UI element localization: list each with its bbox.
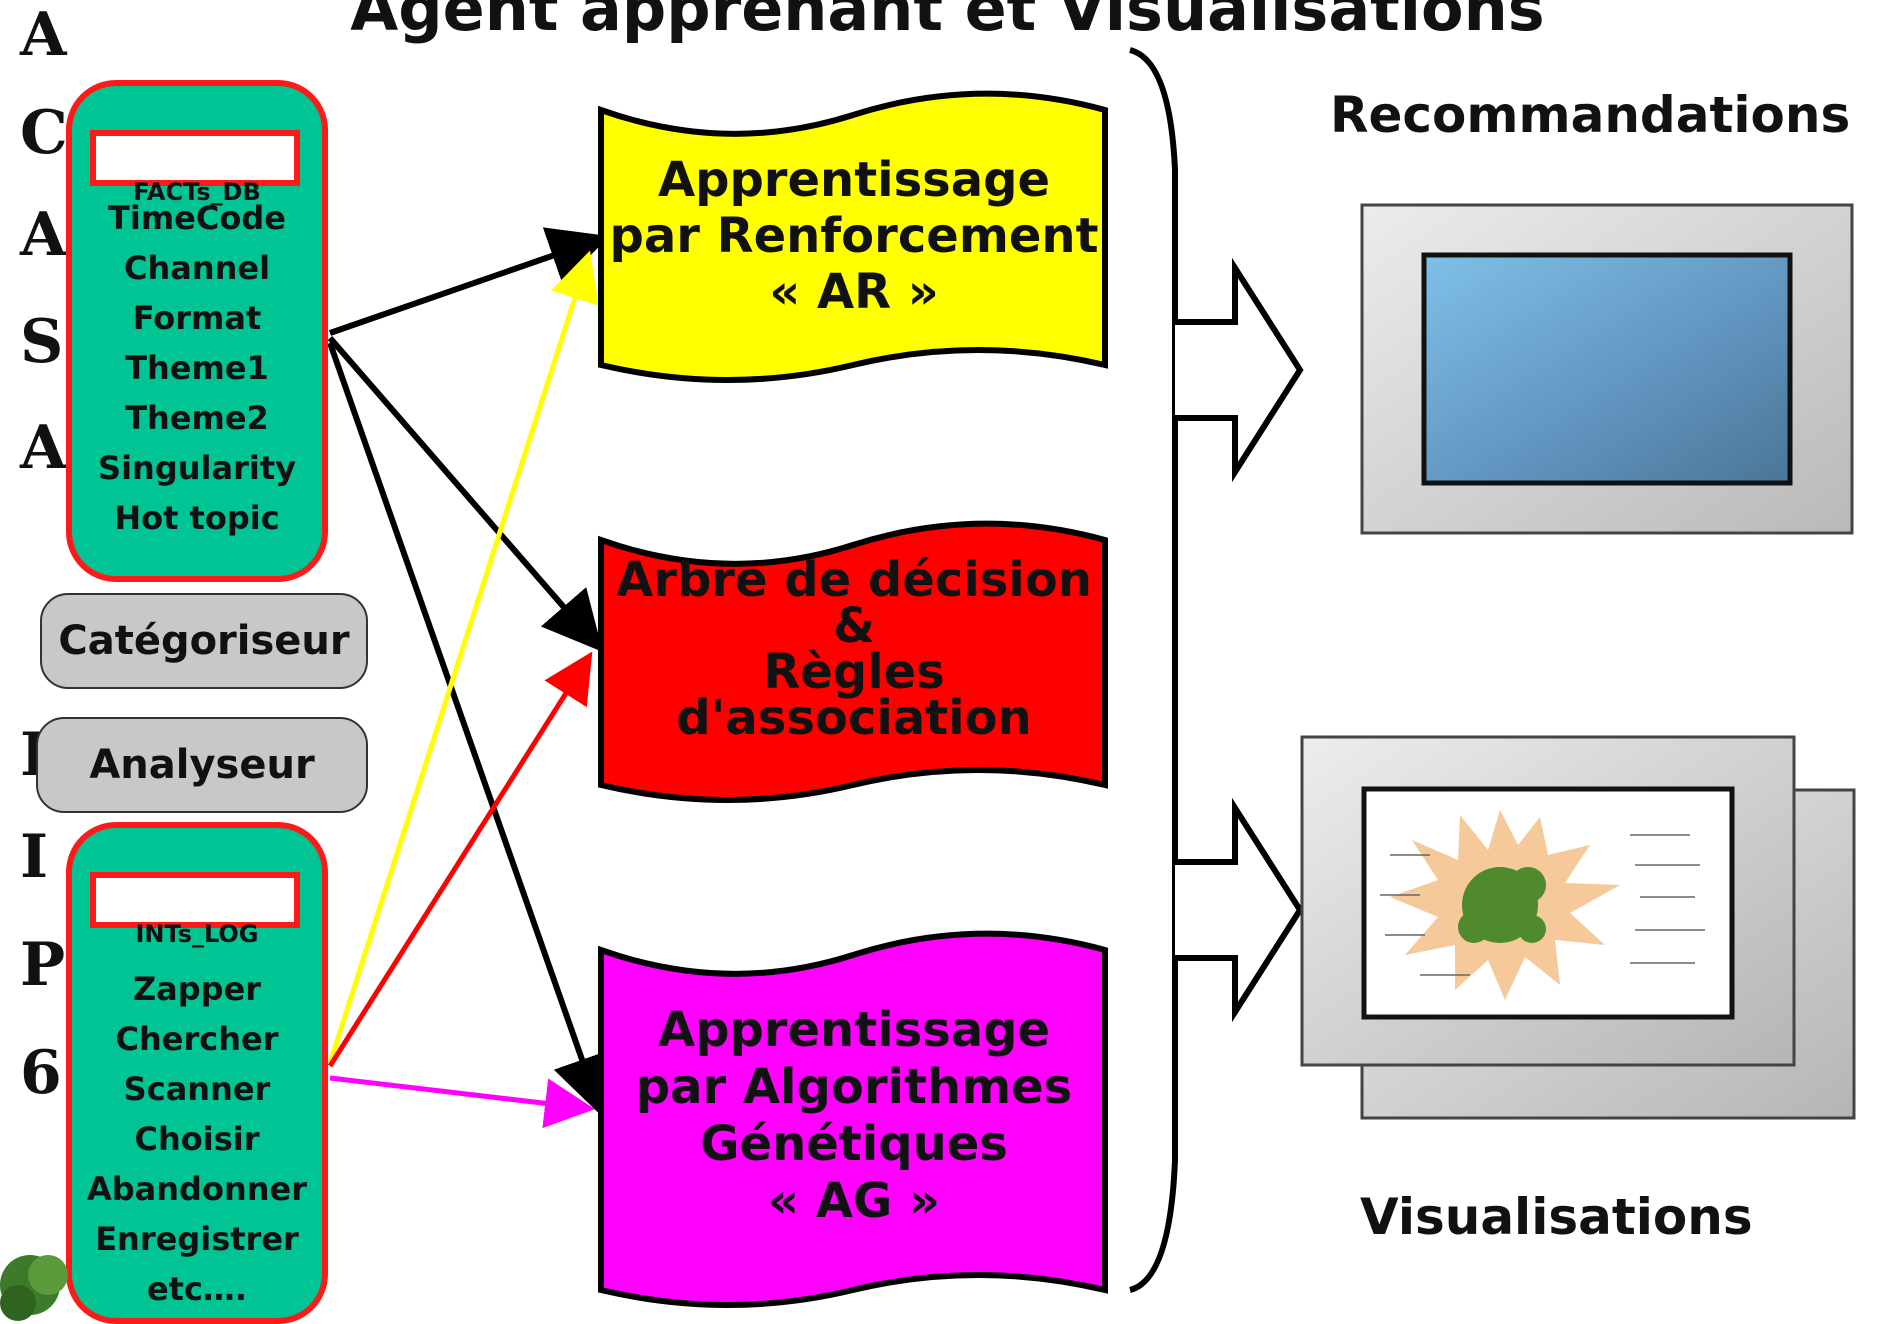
categoriseur-box: Catégoriseur <box>40 593 368 689</box>
facts-db-item: Channel <box>123 249 271 287</box>
ints-log-panel: INTs_LOG Zapper Chercher Scanner Choisir… <box>66 822 328 1324</box>
side-letter: C <box>20 98 68 168</box>
ints-log-item: Enregistrer <box>95 1220 299 1258</box>
side-letter: P <box>20 930 66 1000</box>
facts-db-item: Theme1 <box>125 349 269 387</box>
ar-method-label: Apprentissage par Renforcement « AR » <box>598 152 1110 335</box>
side-letter: 6 <box>20 1038 62 1108</box>
arrow-log-to-ar <box>327 250 599 1064</box>
ints-log-item: Choisir <box>134 1120 260 1158</box>
arrow-log-to-tree <box>327 651 593 1068</box>
arrow-log-to-ag <box>329 1075 595 1129</box>
ar-line: par Renforcement <box>609 208 1099 264</box>
side-letter: A <box>20 413 67 483</box>
recommandations-heading: Recommandations <box>1330 86 1851 144</box>
ag-line: Apprentissage <box>657 1002 1051 1058</box>
tree-method-label: Arbre de décision & Règles d'association <box>598 552 1110 755</box>
radial-visualization-icon <box>1390 810 1620 1000</box>
recommandations-monitor <box>1360 203 1854 535</box>
recommandations-arrow <box>1175 257 1304 483</box>
ar-line: Apprentissage <box>657 152 1051 208</box>
tree-flag-shape <box>598 520 1108 803</box>
tree-line: & <box>833 598 875 654</box>
visualisations-monitors <box>1300 735 1856 1120</box>
ints-log-item: Zapper <box>132 970 262 1008</box>
arrow-facts-to-ar <box>329 227 610 336</box>
facts-db-panel: FACTs_DB TimeCode Channel Format Theme1 … <box>66 80 328 582</box>
facts-db-item: Hot topic <box>114 499 280 537</box>
ag-line: « AG » <box>768 1173 940 1229</box>
diagram-title: Agent apprenant et Visualisations <box>350 0 1545 45</box>
side-letter: A <box>20 200 67 270</box>
ag-line: par Algorithmes <box>635 1059 1073 1115</box>
facts-db-header-box <box>90 130 300 186</box>
curly-brace <box>1129 47 1178 1293</box>
facts-db-item: Theme2 <box>125 399 269 437</box>
visualisations-arrow <box>1175 797 1304 1023</box>
ints-log-item: Abandonner <box>87 1170 307 1208</box>
ints-log-header-box <box>90 872 300 928</box>
arrow-facts-to-ag <box>327 342 611 1117</box>
facts-db-header: FACTs_DB <box>133 178 261 206</box>
facts-db-item: Format <box>132 299 262 337</box>
side-letter: I <box>20 822 49 892</box>
ints-log-header: INTs_LOG <box>135 920 259 948</box>
ints-log-item: etc…. <box>146 1270 248 1308</box>
tree-line: Règles <box>763 644 945 700</box>
ints-log-item: Scanner <box>123 1070 271 1108</box>
ar-line: « AR » <box>769 264 939 320</box>
side-letter: A <box>20 0 67 70</box>
ag-flag-shape <box>598 930 1108 1308</box>
arrow-facts-to-tree <box>327 336 603 653</box>
tree-line: Arbre de décision <box>616 552 1092 608</box>
tree-icon <box>0 1255 68 1321</box>
ag-line: Génétiques <box>700 1116 1008 1172</box>
ag-method-label: Apprentissage par Algorithmes Génétiques… <box>598 1002 1110 1245</box>
tree-line: d'association <box>676 690 1032 746</box>
analyseur-box: Analyseur <box>36 717 368 813</box>
facts-db-item: TimeCode <box>108 199 286 237</box>
ar-flag-shape <box>598 90 1108 383</box>
right-brace-and-arrows <box>1129 47 1304 1293</box>
visualisations-heading: Visualisations <box>1360 1188 1753 1246</box>
visualization-text-lines <box>1380 834 1705 976</box>
ints-log-item: Chercher <box>115 1020 279 1058</box>
facts-db-item: Singularity <box>98 449 296 487</box>
side-letter: S <box>20 307 64 377</box>
